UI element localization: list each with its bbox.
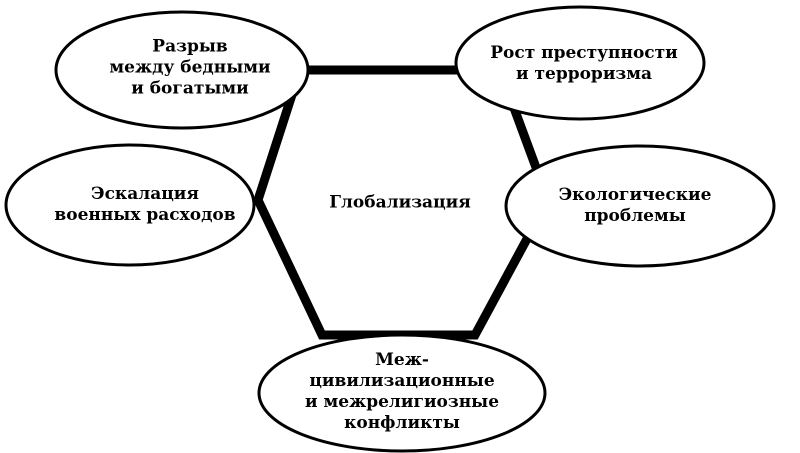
node-ellipse-military bbox=[4, 143, 256, 267]
node-line: Рост преступности bbox=[490, 43, 678, 63]
center-label: Глобализация bbox=[329, 192, 471, 213]
node-ellipse-crime bbox=[454, 5, 706, 121]
node-line: Меж- bbox=[375, 350, 429, 370]
node-line: и терроризма bbox=[515, 64, 653, 84]
node-line: и богатыми bbox=[131, 78, 249, 99]
node-line: Эскалация bbox=[91, 184, 199, 204]
node-ellipse-gap bbox=[54, 10, 310, 130]
node-label-military: Эскалация военных расходов bbox=[54, 184, 235, 226]
node-line: проблемы bbox=[584, 206, 686, 226]
node-label-conflicts: Меж- цивилизационные и межрелигиозные ко… bbox=[305, 350, 499, 434]
node-ellipse-conflicts bbox=[257, 333, 547, 453]
node-line: конфликты bbox=[344, 413, 460, 433]
node-line: цивилизационные bbox=[309, 371, 495, 391]
node-line: Разрыв bbox=[152, 36, 228, 57]
node-line: между бедными bbox=[109, 57, 271, 78]
node-line: военных расходов bbox=[54, 205, 236, 225]
node-label-ecology: Экологические проблемы bbox=[559, 185, 712, 227]
node-label-gap: Разрыв между бедными и богатыми bbox=[109, 37, 270, 100]
node-ellipse-ecology bbox=[504, 144, 776, 268]
node-line: Экологические bbox=[558, 185, 712, 205]
node-line: и межрелигиозные bbox=[304, 392, 500, 412]
node-label-crime: Рост преступности и терроризма bbox=[490, 43, 678, 85]
